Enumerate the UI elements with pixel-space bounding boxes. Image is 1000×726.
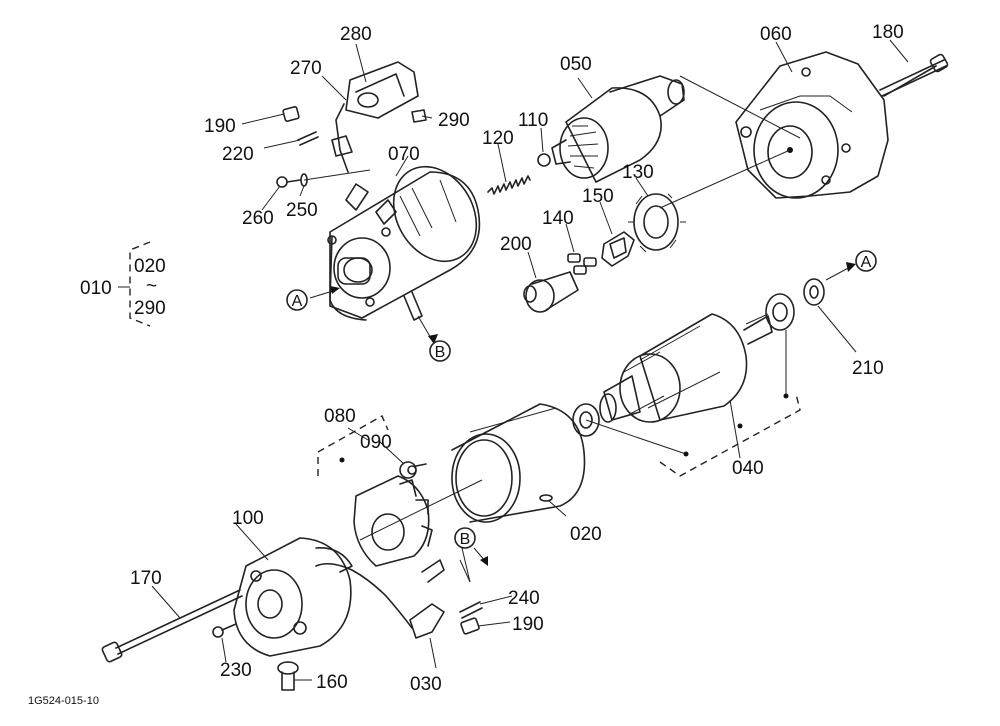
label-070: 070 (388, 144, 420, 165)
pin-190-bottom (460, 617, 480, 635)
group-bracket-080 (317, 415, 389, 476)
arrow-heads (330, 262, 856, 566)
label-040: 040 (732, 458, 764, 479)
shaft-200 (523, 271, 579, 313)
callout-b-top: B (429, 340, 451, 362)
screw-290 (411, 109, 427, 123)
label-260: 260 (242, 208, 274, 229)
magnetic-switch-070 (327, 165, 481, 321)
group-bracket-010 (118, 241, 151, 327)
label-030: 030 (410, 674, 442, 695)
label-100: 100 (232, 508, 264, 529)
callout-a-right-text: A (861, 254, 872, 271)
leader-lines (151, 39, 909, 681)
label-280: 280 (340, 24, 372, 45)
spring-120 (487, 175, 531, 195)
label-150: 150 (582, 186, 614, 207)
brush-lead-030 (315, 559, 445, 639)
armature-040 (599, 313, 773, 423)
washer-240 (459, 601, 483, 619)
pin-190-top (282, 106, 300, 122)
washer-220 (297, 131, 319, 146)
callout-b-top-text: B (435, 344, 446, 361)
label-060: 060 (760, 24, 792, 45)
label-190-top: 190 (204, 116, 236, 137)
label-200: 200 (500, 234, 532, 255)
label-020-range: 020 (134, 256, 166, 277)
part-labels: 010 020 ~ 290 280 270 290 190 220 070 26… (28, 22, 904, 707)
callout-a-right: A (855, 250, 877, 272)
callout-a-left-text: A (292, 293, 303, 310)
callout-b-bottom: B (454, 527, 476, 549)
rollers-140 (567, 253, 597, 275)
label-050: 050 (560, 54, 592, 75)
bearing-rear (765, 293, 795, 331)
label-010: 010 (80, 278, 112, 299)
bolt-160 (277, 661, 299, 691)
label-230: 230 (220, 660, 252, 681)
pinion-clutch-050 (551, 75, 685, 183)
rear-cover-100 (233, 537, 353, 657)
group-bracket-040 (659, 393, 801, 477)
label-140: 140 (542, 208, 574, 229)
label-210: 210 (852, 358, 884, 379)
label-120: 120 (482, 128, 514, 149)
label-240: 240 (508, 588, 540, 609)
terminal-cover-280 (331, 61, 419, 173)
label-250: 250 (286, 200, 318, 221)
screw-230 (212, 623, 237, 638)
label-290-range: 290 (134, 298, 166, 319)
front-housing-060 (735, 51, 947, 199)
label-tilde: ~ (146, 276, 157, 297)
label-020: 020 (570, 524, 602, 545)
label-180: 180 (872, 22, 904, 43)
brush-spring-090 (399, 461, 427, 479)
bolt-180 (883, 53, 949, 97)
label-170: 170 (130, 568, 162, 589)
label-190-bottom: 190 (512, 614, 544, 635)
label-080: 080 (324, 406, 356, 427)
callout-b-bottom-text: B (460, 531, 471, 548)
label-290: 290 (438, 110, 470, 131)
screw-260 (276, 173, 308, 188)
bearing-front (572, 403, 600, 437)
ball-110 (537, 153, 551, 167)
figure-code: 1G524-015-10 (28, 695, 99, 707)
label-270: 270 (290, 58, 322, 79)
brush-holder-080 (353, 475, 433, 567)
label-090: 090 (360, 432, 392, 453)
reference-dots (339, 393, 789, 463)
label-220: 220 (222, 144, 254, 165)
through-bolt-170 (101, 589, 243, 663)
retainer-150 (601, 231, 635, 267)
washer-210 (803, 278, 825, 306)
idle-gear-130 (628, 193, 686, 253)
label-130: 130 (622, 162, 654, 183)
yoke-020 (451, 403, 586, 523)
callout-a-left: A (286, 289, 308, 311)
label-160: 160 (316, 672, 348, 693)
label-110: 110 (518, 110, 548, 131)
